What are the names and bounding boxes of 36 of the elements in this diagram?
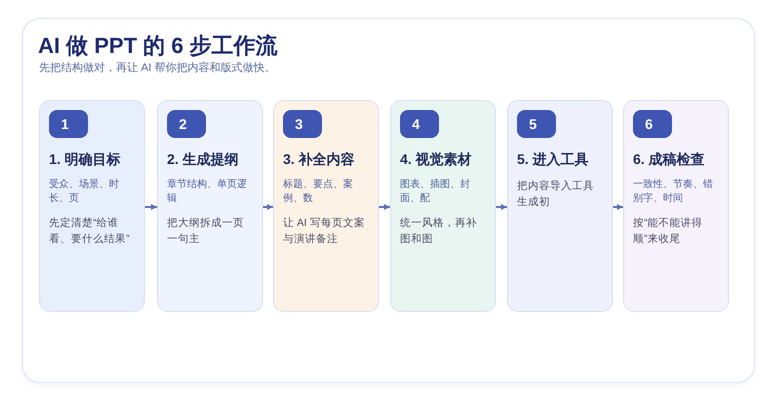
step-number: 3	[283, 110, 322, 138]
step-number: 4	[400, 110, 439, 138]
step-number: 5	[517, 110, 556, 138]
step-keywords: 标题、要点、案例、数	[283, 178, 354, 206]
step-card	[39, 100, 145, 312]
step-title: 2. 生成提纲	[167, 150, 239, 169]
step-description: 统一风格，再补图和图	[400, 216, 478, 247]
step-keywords: 图表、插图、封面、配	[400, 178, 471, 206]
step-description: 让 AI 写每页文案与演讲备注	[283, 216, 366, 247]
subtitle: 先把结构做对，再让 AI 帮你把内容和版式做快。	[39, 61, 276, 76]
step-keywords: 章节结构、单页逻辑	[167, 178, 248, 206]
step-number: 1	[49, 110, 88, 138]
step-card	[623, 100, 729, 312]
step-card	[157, 100, 263, 312]
step-keywords: 一致性、节奏、错别字、时间	[633, 178, 714, 206]
step-description: 把内容导入工具生成初	[517, 179, 595, 210]
step-title: 5. 进入工具	[517, 150, 589, 169]
step-title: 4. 视觉素材	[400, 150, 472, 169]
step-card	[507, 100, 613, 312]
step-title: 6. 成稿检查	[633, 150, 705, 169]
arrow	[145, 204, 157, 210]
step-description: 按“能不能讲得顺”来收尾	[633, 216, 704, 247]
step-title: 3. 补全内容	[283, 150, 355, 169]
step-title: 1. 明确目标	[49, 150, 121, 169]
step-card	[390, 100, 496, 312]
step-number: 2	[167, 110, 206, 138]
diagram-title: AI 做 PPT 的 6 步工作流	[38, 32, 278, 60]
step-keywords: 受众、场景、时长、页	[49, 178, 120, 206]
arrow	[263, 204, 273, 210]
step-description: 把大纲拆成一页一句主	[167, 216, 245, 247]
arrow	[496, 204, 507, 210]
arrow	[613, 204, 623, 210]
step-number: 6	[633, 110, 672, 138]
step-description: 先定清楚“给谁看、要什么结果”	[49, 216, 130, 247]
step-card	[273, 100, 379, 312]
arrow	[379, 204, 390, 210]
